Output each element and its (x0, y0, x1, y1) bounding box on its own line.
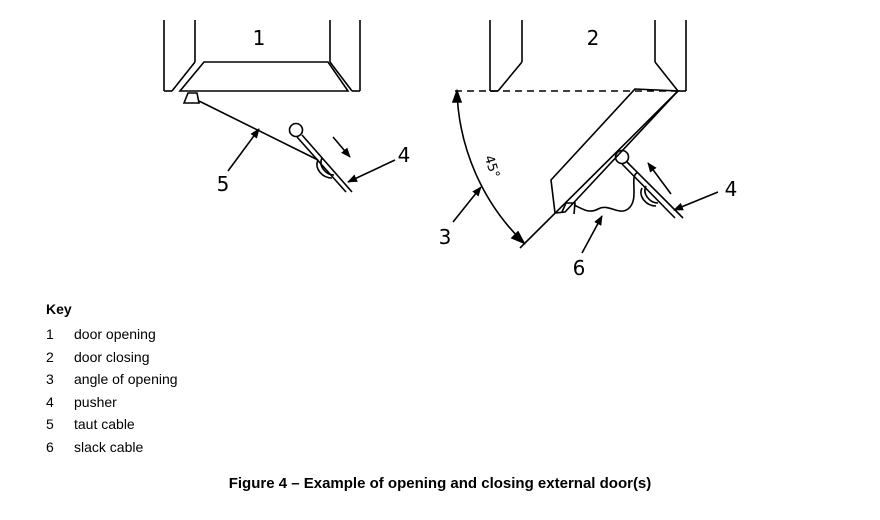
callout-4-right: 4 (725, 177, 738, 201)
callout-6: 6 (573, 256, 586, 280)
key-item-number: 3 (46, 371, 54, 388)
key-item: 6 slack cable (46, 436, 178, 459)
left-door-frame (163, 20, 361, 92)
key-item-text: door closing (74, 348, 150, 365)
left-door-leaf (178, 61, 350, 92)
key-item: 5 taut cable (46, 413, 178, 436)
door-diagram: 1 2 4 5 3 4 6 45° (163, 20, 738, 280)
key-item-text: taut cable (74, 416, 135, 433)
slack-cable (573, 172, 638, 212)
angle-arrowhead-bottom (510, 230, 526, 245)
opening-angle-arc (456, 90, 525, 244)
callout-2: 2 (587, 26, 600, 50)
callout-4-left: 4 (398, 143, 411, 167)
right-door-hinge (561, 202, 576, 215)
callout-3: 3 (439, 225, 452, 249)
right-pusher (614, 149, 684, 219)
key-item-text: pusher (74, 393, 117, 410)
key-item-text: slack cable (74, 438, 144, 455)
key-item-number: 4 (46, 393, 54, 410)
key-item-number: 5 (46, 416, 54, 433)
key-item-number: 1 (46, 326, 54, 342)
right-door-leaf-open (550, 88, 680, 214)
right-motion-arrow (647, 162, 672, 195)
panel-1-door-opening (163, 20, 396, 193)
left-pusher (288, 122, 353, 193)
panel-2-door-closing (451, 20, 719, 254)
key-item-text: door opening (74, 326, 156, 342)
angle-arrowhead-top (451, 88, 463, 103)
angle-label: 45° (481, 154, 502, 181)
key-item: 1 door opening (46, 323, 178, 346)
key-title: Key (46, 301, 72, 317)
left-door-hinge (182, 92, 200, 104)
key-legend: Key 1 door opening 2 door closing 3 angle o… (46, 299, 178, 459)
figure-caption: Figure 4 – Example of opening and closin… (228, 475, 652, 492)
callout-leader-5 (227, 128, 260, 172)
key-item-number: 2 (46, 348, 54, 365)
callout-leader-4-right (673, 191, 719, 211)
key-item-text: angle of opening (74, 371, 178, 388)
key-item-number: 6 (46, 438, 54, 455)
key-item: 4 pusher (46, 391, 178, 414)
callout-leader-6 (581, 215, 603, 254)
key-item: 3 angle of opening (46, 368, 178, 391)
opening-angle-reference-line (519, 90, 679, 249)
callout-leader-4-left (347, 159, 396, 183)
callout-leader-3 (452, 186, 482, 223)
callout-1: 1 (253, 26, 266, 50)
left-motion-arrow (332, 136, 351, 158)
callout-5: 5 (217, 172, 230, 196)
key-item: 2 door closing (46, 346, 178, 369)
